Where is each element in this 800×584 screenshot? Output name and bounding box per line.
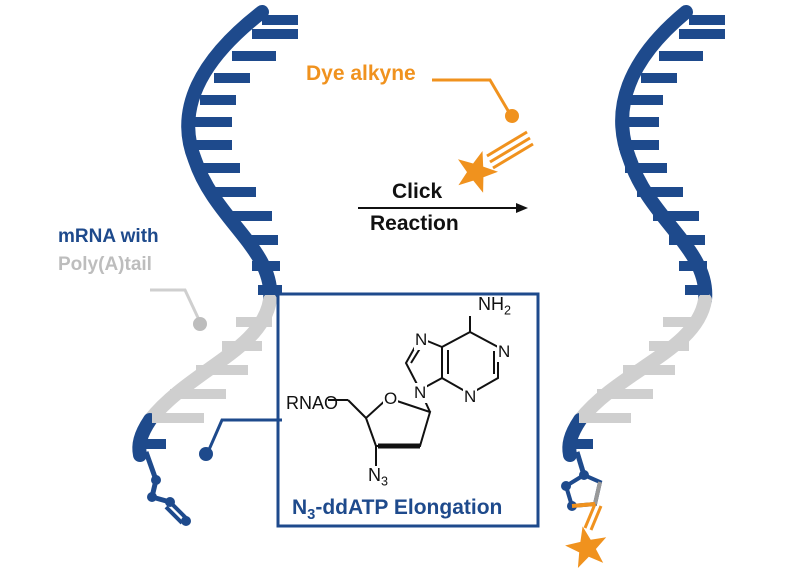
mrna-label: mRNA with <box>58 226 159 247</box>
right-strand-backbone-blue-lower <box>562 413 587 462</box>
elongation-callout <box>199 418 282 461</box>
dye-alkyne-callout <box>432 78 519 123</box>
amine-label: NH2 <box>478 294 511 318</box>
elongation-suffix: -ddATP Elongation <box>315 496 503 519</box>
right-strand-backbone-gray <box>573 293 712 427</box>
left-strand-backbone-gray <box>143 293 277 427</box>
right-mrna-strand <box>562 5 725 462</box>
reaction-arrow-icon <box>358 203 528 213</box>
alkyne-triple-bond-icon <box>486 130 534 170</box>
left-mrna-strand <box>132 5 298 462</box>
amine-sub: 2 <box>504 303 512 318</box>
elongation-label: N3-ddATP Elongation <box>292 496 502 523</box>
ring-atom-n9: N <box>413 383 428 403</box>
poly-a-callout <box>150 288 207 331</box>
azide-chain-icon <box>143 451 191 526</box>
left-strand-backbone-blue-lower <box>132 413 157 462</box>
dye-star-icon-product <box>565 526 607 568</box>
amine-main: NH <box>478 294 504 314</box>
ring-atom-n1: N <box>497 342 512 362</box>
elongation-prefix: N <box>292 496 308 519</box>
rnao-label: RNAO <box>286 393 339 413</box>
click-label: Click <box>392 180 443 203</box>
triazole-ring-icon <box>561 451 603 531</box>
dye-star-icon <box>458 151 498 193</box>
azide-main: N <box>368 465 381 485</box>
dye-alkyne-label: Dye alkyne <box>306 62 416 85</box>
elongation-box <box>276 292 540 528</box>
azide-sub: 3 <box>381 474 389 489</box>
ring-atom-n7: N <box>414 330 429 350</box>
reaction-label: Reaction <box>370 212 459 235</box>
right-strand-rungs <box>565 15 725 449</box>
poly-a-tail-label: Poly(A)tail <box>58 254 152 275</box>
elongation-subscript: 3 <box>307 507 316 524</box>
azide-label: N3 <box>368 465 388 489</box>
ring-atom-o: O <box>383 389 399 409</box>
ring-atom-n3: N <box>463 387 478 407</box>
right-strand-backbone-blue <box>615 5 713 307</box>
left-strand-rungs <box>138 15 298 449</box>
left-strand-backbone-blue <box>181 5 278 307</box>
